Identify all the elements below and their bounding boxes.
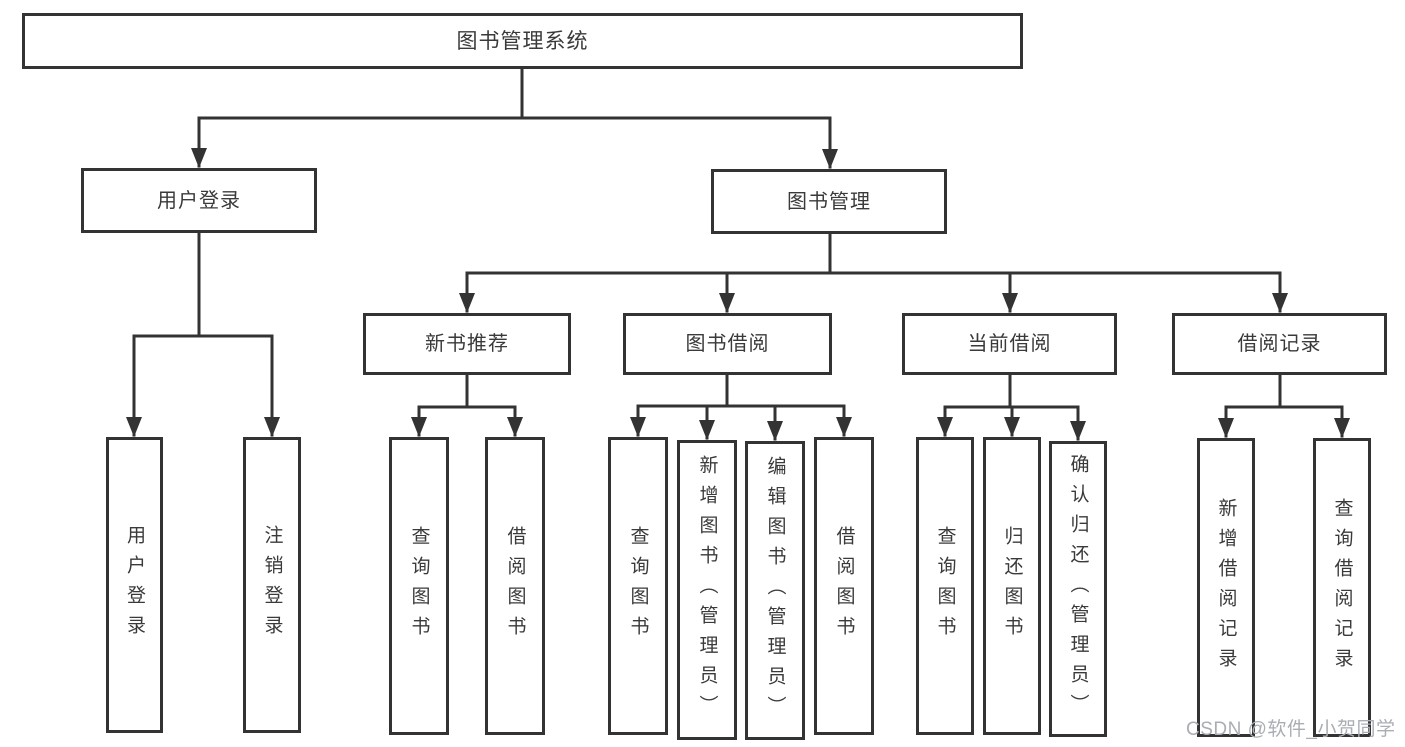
arrowhead [937, 417, 953, 437]
connector-borrowing-records-branch [1224, 373, 1344, 438]
node-library-management-system: 图书管理系统 [22, 13, 1023, 69]
node-book-borrowing: 图书借阅 [623, 313, 832, 375]
node-leaf-borrow-books-2: 借阅图书 [814, 437, 874, 735]
arrowhead [1002, 293, 1018, 313]
node-leaf-add-borrow-record-label: 新增借阅记录 [1215, 497, 1237, 678]
node-leaf-edit-book-admin-label: 编辑图书（管理员） [764, 455, 786, 726]
arrowhead [1334, 418, 1350, 438]
arrowhead [459, 293, 475, 313]
node-leaf-user-login: 用户登录 [106, 437, 163, 733]
arrowhead [411, 417, 427, 437]
arrowhead [836, 417, 852, 437]
node-book-borrowing-label: 图书借阅 [685, 333, 770, 355]
arrowhead [1218, 418, 1234, 438]
node-book-management-label: 图书管理 [787, 190, 871, 213]
node-user-login: 用户登录 [81, 168, 317, 233]
connector-user-login-branch [132, 231, 274, 437]
node-leaf-logout: 注销登录 [243, 437, 301, 733]
arrowhead [507, 417, 523, 437]
arrowhead [699, 420, 715, 440]
arrowhead [767, 421, 783, 441]
arrowhead [1272, 293, 1288, 313]
csdn-watermark: CSDN @软件_小贺同学 [1186, 719, 1396, 740]
arrowhead [191, 148, 207, 168]
node-leaf-confirm-return-admin-label: 确认归还（管理员） [1067, 454, 1089, 724]
node-leaf-query-books-1-label: 查询图书 [408, 526, 430, 646]
arrowhead [1070, 421, 1086, 441]
node-leaf-borrow-books-1-label: 借阅图书 [504, 526, 526, 646]
node-leaf-query-books-2: 查询图书 [608, 437, 668, 735]
node-leaf-borrow-books-1: 借阅图书 [485, 437, 545, 735]
node-current-borrowing: 当前借阅 [902, 313, 1117, 375]
connector-book-borrowing-branch [636, 373, 846, 441]
connector-new-book-branch [417, 373, 517, 437]
connector-root-to-level2 [197, 67, 832, 169]
node-library-management-system-label: 图书管理系统 [456, 29, 589, 53]
arrowhead [264, 417, 280, 437]
connector-book-management-branch [465, 232, 1282, 313]
node-leaf-query-borrow-record: 查询借阅记录 [1313, 438, 1371, 737]
node-leaf-confirm-return-admin: 确认归还（管理员） [1049, 441, 1107, 737]
node-leaf-add-borrow-record: 新增借阅记录 [1197, 438, 1255, 737]
node-leaf-add-book-admin: 新增图书（管理员） [677, 440, 737, 740]
arrowheads [126, 148, 1350, 441]
node-user-login-label: 用户登录 [157, 189, 241, 212]
node-book-management: 图书管理 [711, 169, 947, 234]
arrowhead [630, 417, 646, 437]
node-new-book-recommendation: 新书推荐 [363, 313, 571, 375]
node-leaf-logout-label: 注销登录 [261, 525, 283, 645]
node-leaf-query-books-2-label: 查询图书 [627, 526, 649, 646]
node-leaf-user-login-label: 用户登录 [124, 525, 145, 645]
node-leaf-query-borrow-record-label: 查询借阅记录 [1331, 497, 1353, 678]
node-leaf-query-books-3-label: 查询图书 [934, 526, 956, 646]
node-leaf-return-books: 归还图书 [983, 437, 1041, 735]
node-leaf-add-book-admin-label: 新增图书（管理员） [696, 455, 718, 725]
node-leaf-query-books-3: 查询图书 [916, 437, 974, 735]
node-borrowing-records: 借阅记录 [1172, 313, 1387, 375]
node-leaf-return-books-label: 归还图书 [1001, 526, 1023, 646]
node-current-borrowing-label: 当前借阅 [967, 333, 1052, 355]
arrowhead [1004, 417, 1020, 437]
arrowhead [822, 149, 838, 169]
arrowhead [719, 293, 735, 313]
node-leaf-query-books-1: 查询图书 [389, 437, 449, 735]
node-leaf-borrow-books-2-label: 借阅图书 [833, 526, 855, 646]
node-borrowing-records-label: 借阅记录 [1237, 333, 1322, 355]
node-new-book-recommendation-label: 新书推荐 [425, 333, 509, 355]
node-leaf-edit-book-admin: 编辑图书（管理员） [745, 441, 805, 740]
arrowhead [126, 417, 142, 437]
